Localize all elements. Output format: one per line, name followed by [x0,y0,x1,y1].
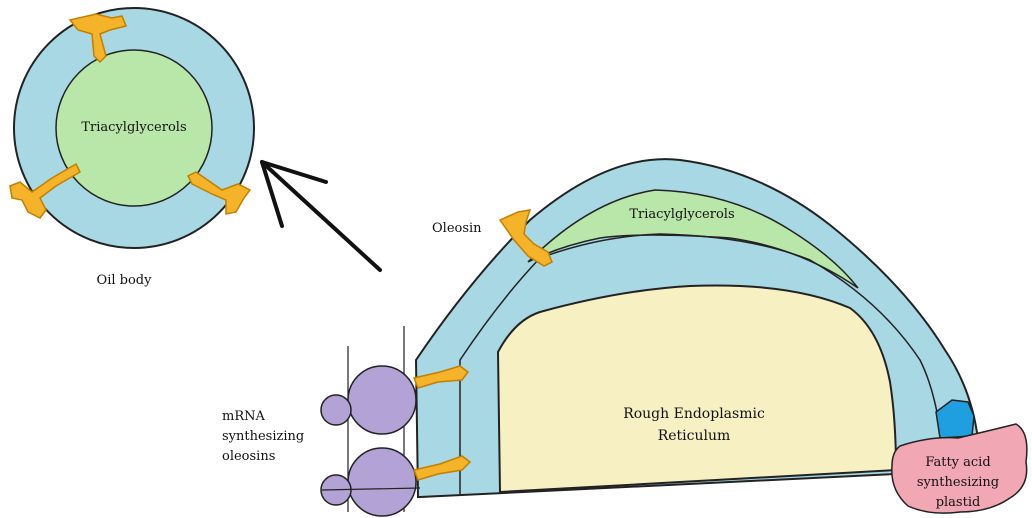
rough-er: Triacylglycerols Rough Endoplasmic Retic… [348,159,978,512]
er-lumen-label-2: Reticulum [658,428,731,444]
oleosin-label: Oleosin [432,221,482,236]
plastid-label-3: plastid [936,495,981,510]
ribosome-upper-small [321,395,351,425]
er-lumen [498,285,896,492]
mrna-label-1: mRNA [222,409,265,424]
oil-body-core-label: Triacylglycerols [81,120,186,135]
oil-body: Triacylglycerols Oil body [10,8,254,288]
ribosome-lower-large [348,448,416,516]
er-lumen-label-1: Rough Endoplasmic [623,406,765,422]
er-tag-label: Triacylglycerols [629,207,734,222]
oil-body-caption: Oil body [97,273,153,288]
budding-arrow [262,162,380,270]
mrna-label-2: synthesizing [222,429,304,444]
plastid-label-1: Fatty acid [925,455,990,470]
ribosome-upper-large [348,366,416,434]
mrna-label-3: oleosins [222,449,275,464]
plastid-label-2: synthesizing [917,475,999,490]
